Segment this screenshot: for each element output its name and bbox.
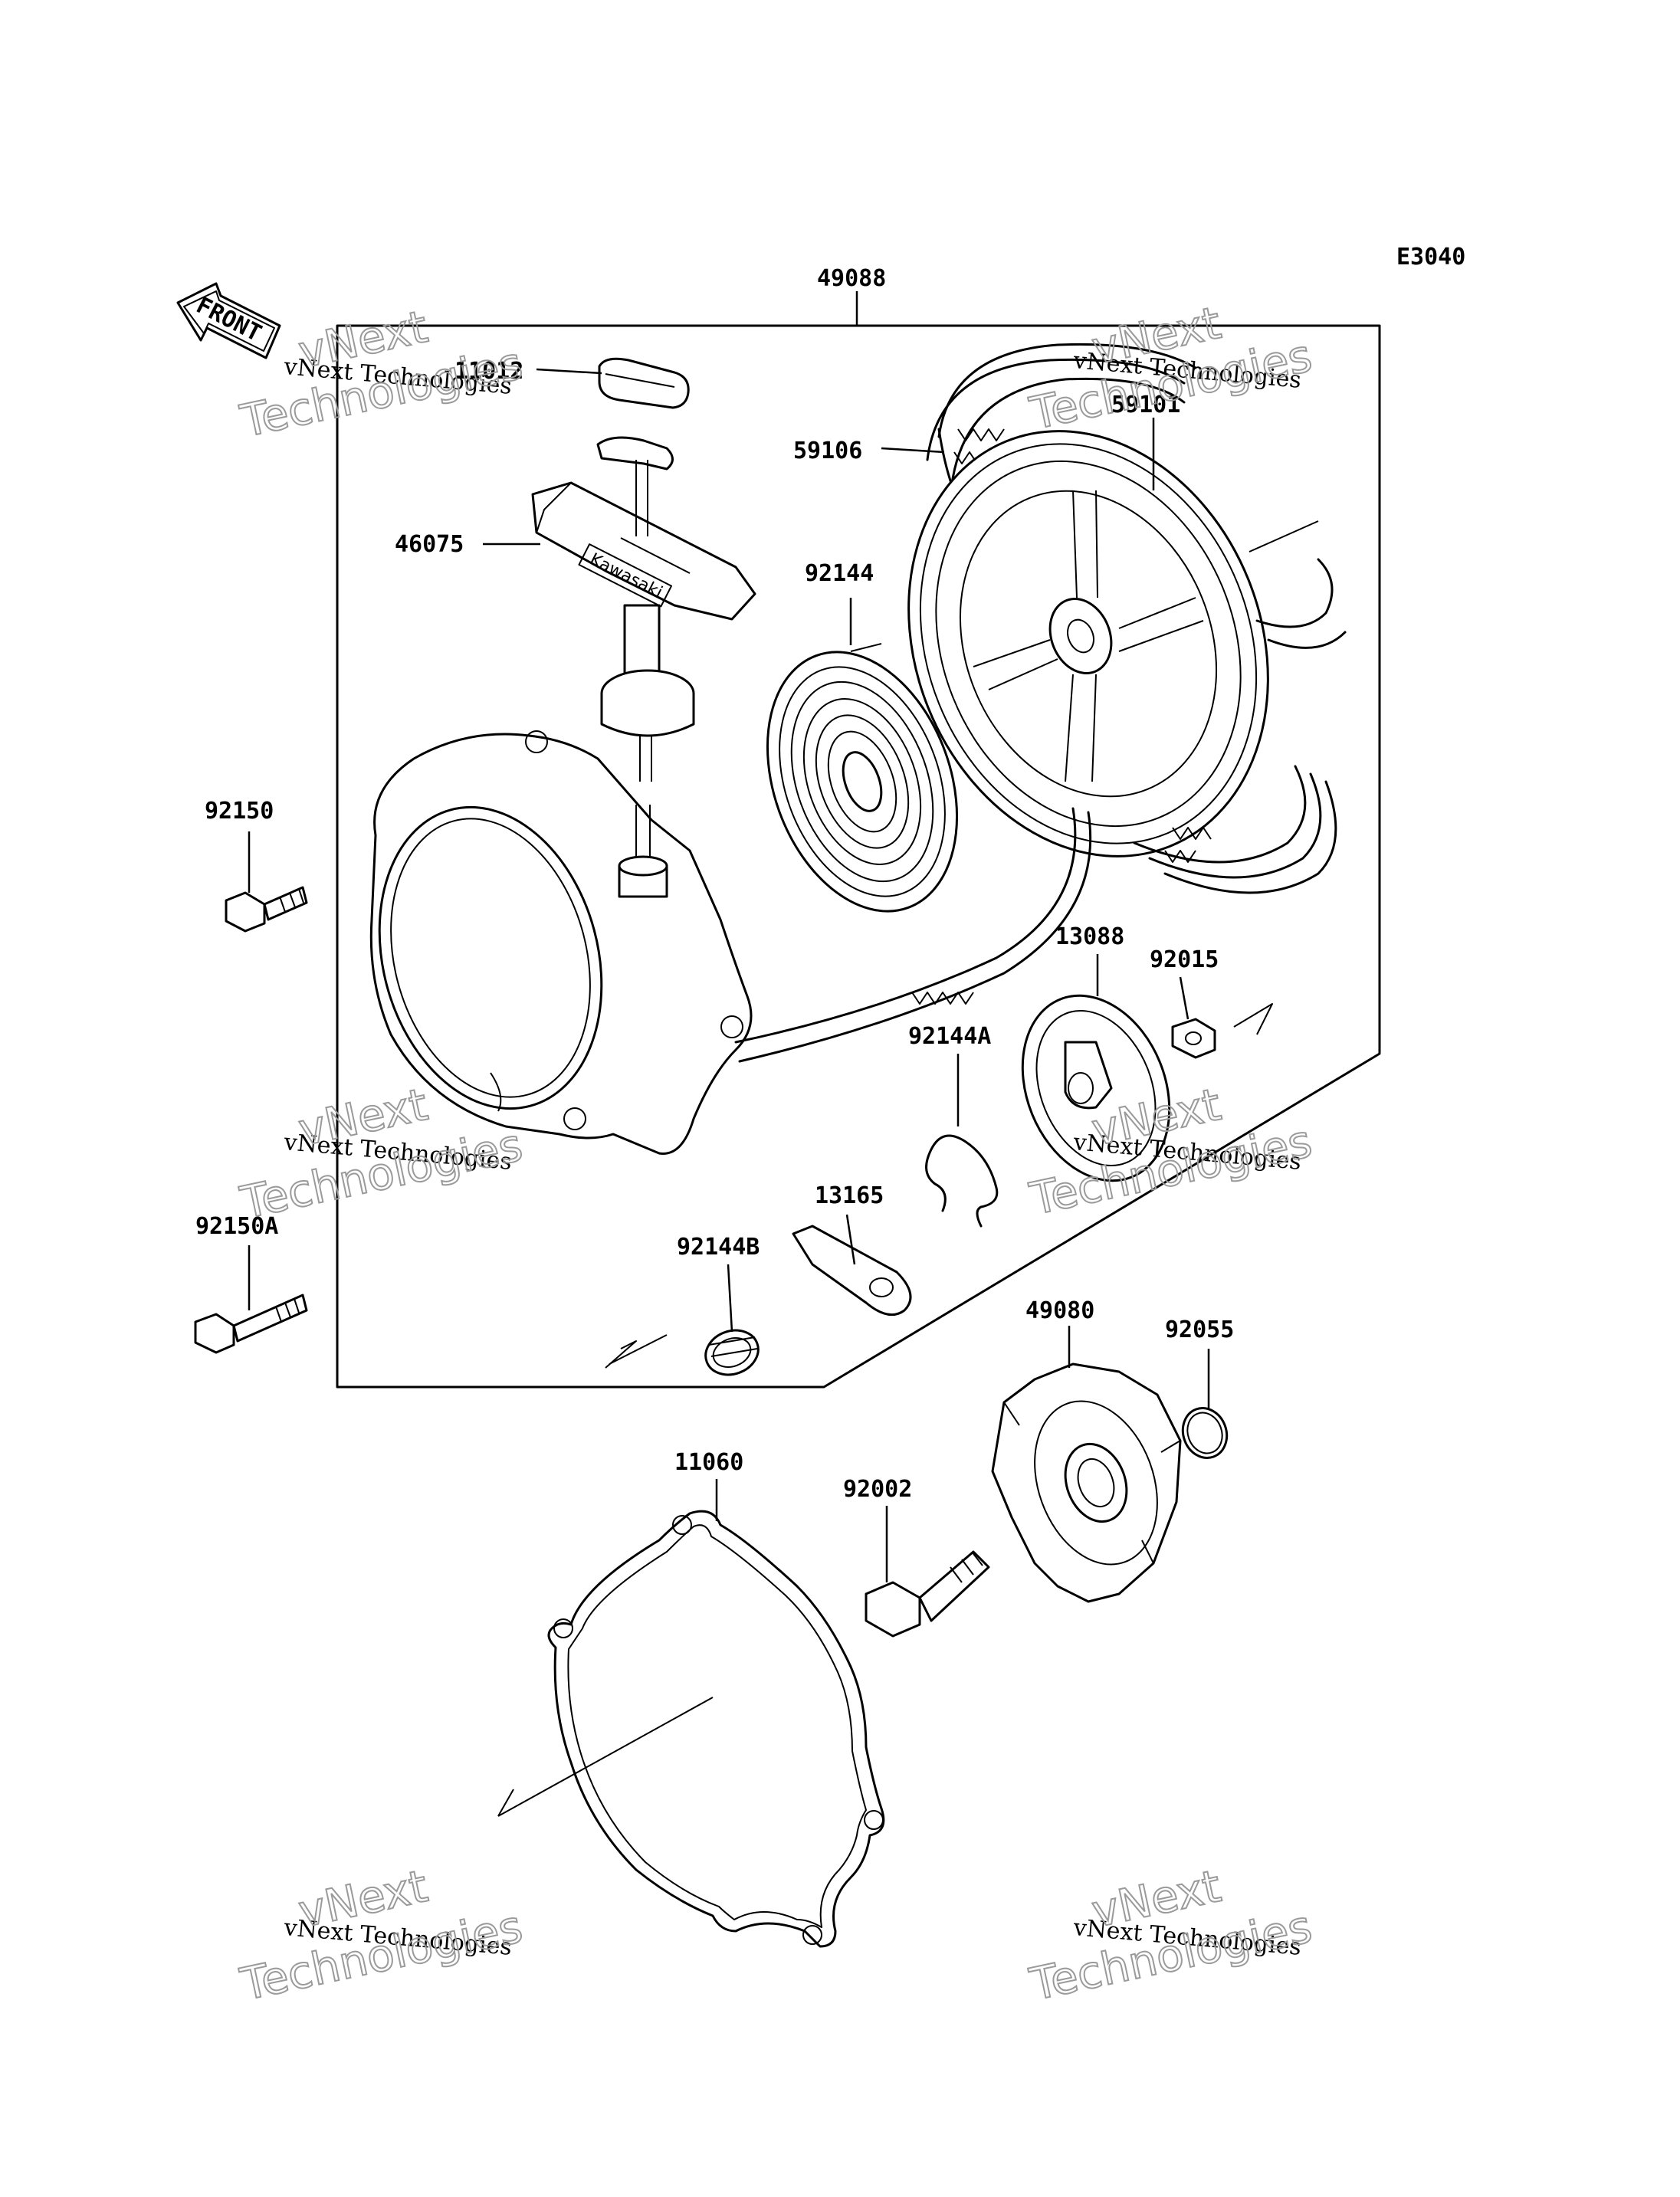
leader-lines bbox=[248, 368, 1210, 1582]
label-11060: 11060 bbox=[674, 1449, 743, 1476]
label-49080: 49080 bbox=[1025, 1297, 1094, 1324]
label-49088: 49088 bbox=[817, 265, 886, 292]
label-59101: 59101 bbox=[1111, 392, 1180, 418]
label-92144b: 92144B bbox=[677, 1234, 760, 1261]
part-92015-nut bbox=[1171, 1003, 1273, 1059]
watermark-bottom-right: vNext Technologies vNext Technologies bbox=[1025, 1859, 1317, 2012]
assembly-bracket-49088 bbox=[336, 291, 1381, 1389]
label-92144a: 92144A bbox=[908, 1023, 991, 1050]
label-13165: 13165 bbox=[815, 1182, 884, 1209]
part-46075-handle: Kawasaki bbox=[531, 436, 756, 782]
part-49080-drive-plate bbox=[991, 1362, 1182, 1603]
label-92144: 92144 bbox=[805, 560, 874, 587]
label-92015: 92015 bbox=[1150, 946, 1219, 973]
part-92150a-bolt bbox=[194, 1294, 308, 1354]
part-92002-bolt bbox=[865, 1550, 990, 1638]
part-92055-oring bbox=[1181, 1407, 1229, 1459]
label-11012: 11012 bbox=[454, 358, 523, 385]
diagram-code: E3040 bbox=[1396, 244, 1465, 271]
part-92144b-spring bbox=[605, 1329, 760, 1376]
part-13165-pawl bbox=[792, 1225, 912, 1317]
part-11060-gasket bbox=[497, 1510, 885, 1948]
part-rope-guide bbox=[734, 807, 1092, 1063]
front-arrow-icon: FRONT bbox=[176, 282, 281, 359]
watermark-bottom-left: vNext Technologies vNext Technologies bbox=[235, 1859, 528, 2012]
part-housing bbox=[369, 730, 753, 1155]
label-13088: 13088 bbox=[1055, 923, 1124, 950]
part-59101-reel bbox=[907, 430, 1347, 894]
part-92150-bolt bbox=[225, 886, 308, 933]
watermark-top-left: vNext Technologies vNext Technologies bbox=[235, 300, 528, 448]
label-92150a: 92150A bbox=[195, 1213, 278, 1240]
label-92055: 92055 bbox=[1165, 1317, 1234, 1343]
part-92144a-clip bbox=[925, 1134, 999, 1228]
part-11012-cap bbox=[598, 357, 690, 409]
label-92002: 92002 bbox=[843, 1476, 912, 1503]
label-59106: 59106 bbox=[793, 438, 862, 464]
part-13088-pulley bbox=[1021, 994, 1171, 1182]
label-46075: 46075 bbox=[395, 531, 464, 558]
part-92144-spring bbox=[766, 643, 959, 913]
label-92150: 92150 bbox=[205, 798, 274, 825]
